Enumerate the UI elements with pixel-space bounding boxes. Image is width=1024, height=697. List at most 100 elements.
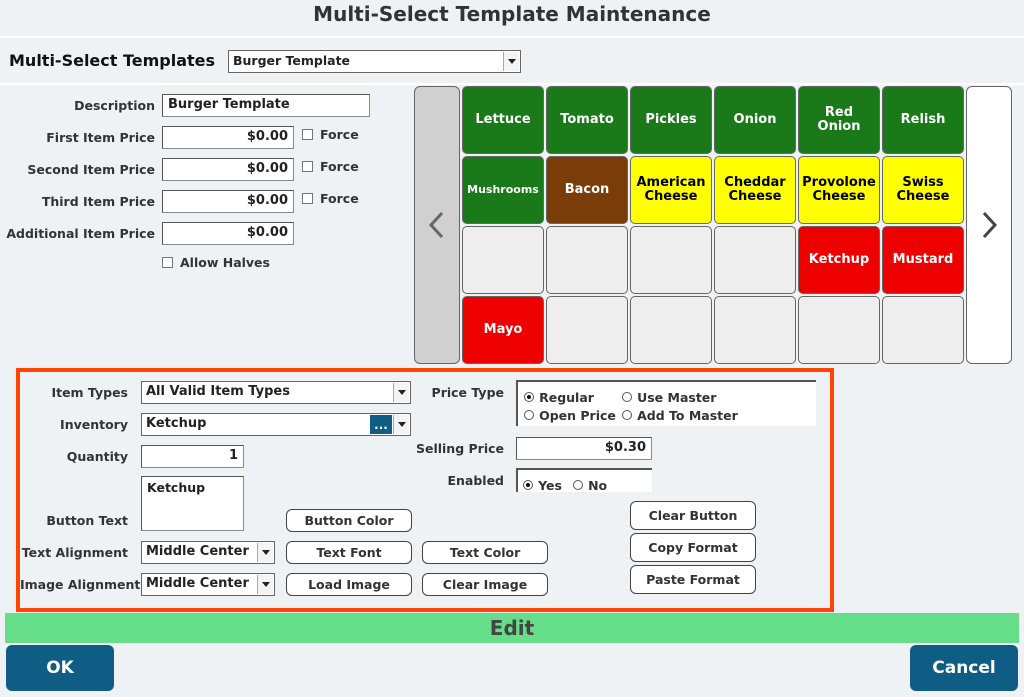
- grid-item-button[interactable]: Mayo: [462, 296, 544, 364]
- text-alignment-value: Middle Center: [146, 544, 249, 559]
- enabled-yes[interactable]: Yes: [523, 475, 562, 494]
- copy-format-button[interactable]: Copy Format: [630, 533, 756, 562]
- enabled-no[interactable]: No: [573, 475, 607, 494]
- third-force-checkbox[interactable]: [302, 193, 313, 204]
- radio-yes[interactable]: [523, 480, 533, 490]
- third-price-label: Third Item Price: [41, 194, 155, 209]
- grid-prev-button[interactable]: [414, 86, 460, 364]
- text-alignment-select[interactable]: Middle Center: [141, 541, 275, 564]
- grid-item-button[interactable]: Mustard: [882, 226, 964, 294]
- allow-halves-label: Allow Halves: [180, 255, 270, 270]
- additional-price-label: Additional Item Price: [6, 226, 155, 241]
- first-price-label: First Item Price: [46, 130, 155, 145]
- price-type-group: Regular Use Master Open Price Add To Mas…: [516, 380, 816, 426]
- grid-item-button[interactable]: [462, 226, 544, 294]
- inventory-value: Ketchup: [146, 416, 207, 431]
- additional-price-field[interactable]: $0.00: [162, 222, 294, 245]
- grid-item-button[interactable]: Lettuce: [462, 86, 544, 154]
- grid-item-button[interactable]: Provolone Cheese: [798, 156, 880, 224]
- chevron-down-icon[interactable]: [393, 415, 409, 434]
- description-label: Description: [74, 98, 155, 113]
- radio-open-price[interactable]: [524, 410, 534, 420]
- allow-halves-checkbox[interactable]: [162, 257, 173, 268]
- ok-button[interactable]: OK: [6, 645, 114, 691]
- chevron-down-icon[interactable]: [393, 383, 409, 402]
- button-text-label: Button Text: [46, 513, 128, 528]
- grid-item-button[interactable]: [798, 296, 880, 364]
- third-price-field[interactable]: $0.00: [162, 190, 294, 213]
- enabled-label: Enabled: [447, 473, 504, 488]
- paste-format-button[interactable]: Paste Format: [630, 565, 756, 594]
- image-alignment-select[interactable]: Middle Center: [141, 573, 275, 596]
- inventory-select[interactable]: Ketchup ...: [141, 413, 411, 436]
- grid-item-button[interactable]: Onion: [714, 86, 796, 154]
- text-font-button[interactable]: Text Font: [286, 541, 412, 564]
- grid-item-button[interactable]: [714, 226, 796, 294]
- chevron-down-icon[interactable]: [257, 543, 273, 562]
- grid-next-button[interactable]: [966, 86, 1012, 364]
- grid-item-button[interactable]: Bacon: [546, 156, 628, 224]
- inventory-label: Inventory: [60, 417, 128, 432]
- second-force-checkbox[interactable]: [302, 161, 313, 172]
- divider: [0, 36, 1024, 38]
- chevron-down-icon[interactable]: [257, 575, 273, 594]
- grid-item-button[interactable]: Relish: [882, 86, 964, 154]
- radio-use-master[interactable]: [622, 392, 632, 402]
- clear-image-button[interactable]: Clear Image: [422, 573, 548, 596]
- third-force-label: Force: [320, 191, 359, 206]
- second-price-label: Second Item Price: [27, 162, 155, 177]
- first-force-label: Force: [320, 127, 359, 142]
- chevron-down-icon[interactable]: [503, 52, 519, 71]
- load-image-button[interactable]: Load Image: [286, 573, 412, 596]
- second-price-field[interactable]: $0.00: [162, 158, 294, 181]
- quantity-field[interactable]: 1: [141, 445, 244, 468]
- template-select[interactable]: Burger Template: [228, 50, 521, 73]
- second-force-label: Force: [320, 159, 359, 174]
- price-type-label: Price Type: [431, 385, 504, 400]
- mode-bar: Edit: [5, 613, 1019, 643]
- grid-item-button[interactable]: Mushrooms: [462, 156, 544, 224]
- chevron-left-icon: [428, 211, 444, 239]
- grid-item-button[interactable]: [882, 296, 964, 364]
- price-type-use-master[interactable]: Use Master: [622, 387, 716, 406]
- template-select-value: Burger Template: [233, 53, 351, 68]
- grid-item-button[interactable]: Pickles: [630, 86, 712, 154]
- item-types-value: All Valid Item Types: [146, 384, 290, 399]
- selling-price-label: Selling Price: [415, 441, 504, 456]
- grid-item-button[interactable]: Cheddar Cheese: [714, 156, 796, 224]
- price-type-regular[interactable]: Regular: [524, 387, 594, 406]
- grid-item-button[interactable]: Ketchup: [798, 226, 880, 294]
- cancel-button[interactable]: Cancel: [910, 645, 1018, 691]
- selling-price-field[interactable]: $0.30: [516, 437, 652, 460]
- grid-item-button[interactable]: [714, 296, 796, 364]
- radio-regular[interactable]: [524, 392, 534, 402]
- item-types-label: Item Types: [51, 385, 128, 400]
- grid-item-button[interactable]: [630, 296, 712, 364]
- radio-add-to-master[interactable]: [622, 410, 632, 420]
- enabled-group: Yes No: [516, 468, 652, 494]
- clear-button-button[interactable]: Clear Button: [630, 501, 756, 530]
- inventory-browse-button[interactable]: ...: [370, 415, 392, 434]
- grid-item-button[interactable]: [546, 226, 628, 294]
- image-alignment-value: Middle Center: [146, 576, 249, 591]
- grid-item-button[interactable]: Swiss Cheese: [882, 156, 964, 224]
- radio-no[interactable]: [573, 480, 583, 490]
- first-price-field[interactable]: $0.00: [162, 126, 294, 149]
- text-alignment-label: Text Alignment: [21, 545, 128, 560]
- grid-item-button[interactable]: Red Onion: [798, 86, 880, 154]
- grid-item-button[interactable]: [546, 296, 628, 364]
- quantity-label: Quantity: [66, 449, 128, 464]
- grid-item-button[interactable]: American Cheese: [630, 156, 712, 224]
- price-type-add-to-master[interactable]: Add To Master: [622, 405, 738, 424]
- first-force-checkbox[interactable]: [302, 129, 313, 140]
- description-field[interactable]: Burger Template: [162, 94, 370, 117]
- item-types-select[interactable]: All Valid Item Types: [141, 381, 411, 404]
- button-text-field[interactable]: Ketchup: [141, 476, 244, 531]
- grid-item-button[interactable]: [630, 226, 712, 294]
- divider: [0, 83, 1024, 85]
- price-type-open-price[interactable]: Open Price: [524, 405, 616, 424]
- text-color-button[interactable]: Text Color: [422, 541, 548, 564]
- grid-item-button[interactable]: Tomato: [546, 86, 628, 154]
- button-color-button[interactable]: Button Color: [286, 509, 412, 532]
- templates-label: Multi-Select Templates: [9, 51, 216, 70]
